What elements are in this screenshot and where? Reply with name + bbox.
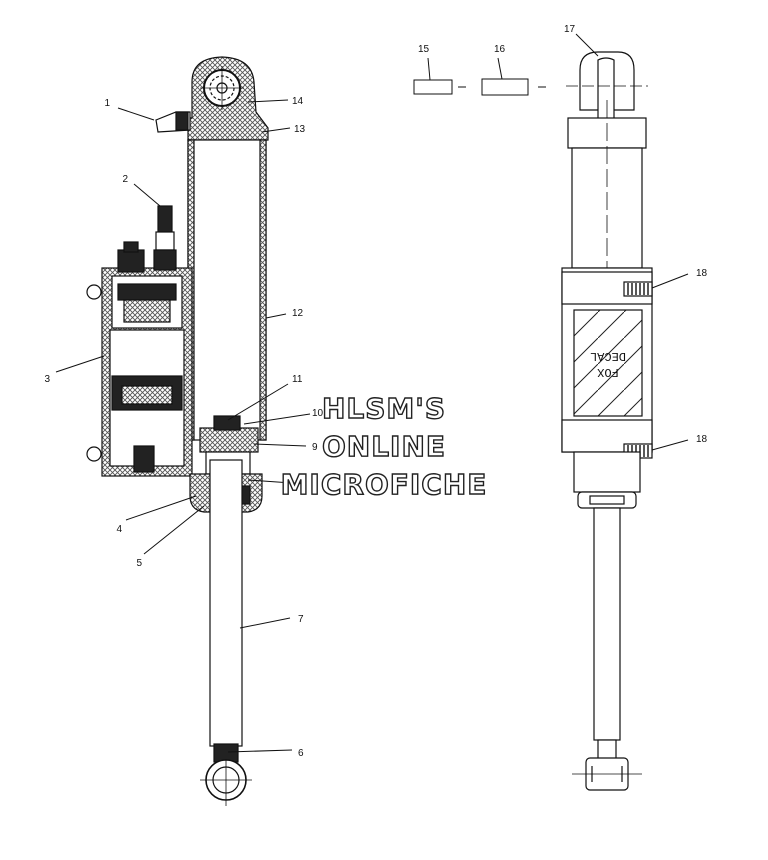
leader-lines [55, 33, 689, 753]
callout-12: 12 [292, 308, 304, 319]
decal-text-line2: DECAL [590, 349, 626, 363]
reservoir-bolt-bottom [86, 446, 102, 462]
cutaway-shock-assembly [86, 56, 269, 806]
callout-13: 13 [294, 124, 306, 135]
callout-18-lower: 18 [696, 434, 708, 445]
watermark-line2: ONLINE [322, 430, 446, 463]
shock-shaft [209, 459, 243, 747]
callout-18-upper: 18 [696, 268, 708, 279]
shaft-exterior [593, 507, 621, 741]
callout-15: 15 [418, 44, 430, 55]
callout-1: 1 [104, 98, 110, 109]
callout-6: 6 [298, 748, 304, 759]
callout-8: 8 [312, 480, 318, 491]
callout-10: 10 [312, 408, 324, 419]
callout-16: 16 [494, 44, 506, 55]
callout-14: 14 [292, 96, 304, 107]
piston-assembly [199, 427, 259, 453]
fox-decal [573, 309, 643, 417]
decal-text-line1: FOX [597, 365, 619, 379]
callout-9: 9 [312, 442, 318, 453]
callout-4: 4 [116, 524, 122, 535]
watermark: HLSM'S ONLINE MICROFICHE [280, 391, 488, 501]
watermark-line1: HLSM'S [322, 392, 446, 425]
callout-labels: 1 2 3 4 5 6 7 8 9 10 11 12 13 14 15 16 1… [44, 24, 707, 759]
decal-text: FOX DECAL [590, 349, 626, 379]
schrader-valve [157, 205, 173, 233]
part-15 [413, 79, 453, 95]
callout-5: 5 [136, 558, 142, 569]
part-16 [481, 78, 529, 96]
callout-11: 11 [292, 374, 303, 385]
callout-17: 17 [564, 24, 576, 35]
exterior-shock-assembly [561, 51, 653, 791]
callout-7: 7 [298, 614, 304, 625]
callout-3: 3 [44, 374, 50, 385]
watermark-line3: MICROFICHE [281, 468, 488, 501]
hose-clamp-upper [623, 281, 653, 297]
callout-2: 2 [122, 174, 128, 185]
shock-body-tube [187, 139, 267, 441]
reservoir-bolt-top [86, 284, 102, 300]
